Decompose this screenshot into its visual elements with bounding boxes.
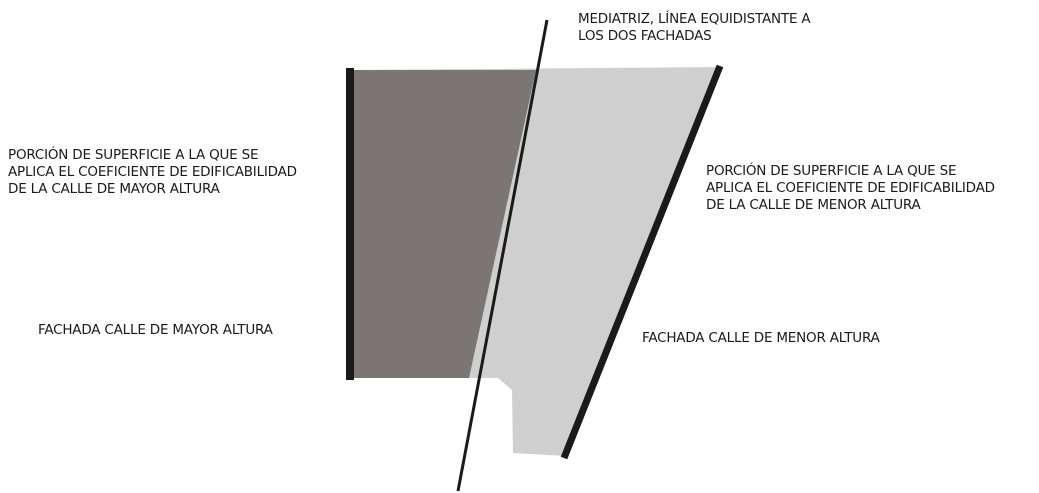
- lower-street-portion-label-line: DE LA CALLE DE MENOR ALTURA: [706, 197, 921, 213]
- mediatrix-label: MEDIATRIZ, LÍNEA EQUIDISTANTE A LOS DOS …: [578, 11, 811, 45]
- higher-street-portion-label-line: PORCIÓN DE SUPERFICIE A LA QUE SE: [8, 147, 259, 163]
- higher-street-surface-portion: [350, 70, 536, 378]
- mediatrix-label-line: LOS DOS FACHADAS: [578, 28, 712, 44]
- higher-street-facade-label: FACHADA CALLE DE MAYOR ALTURA: [38, 322, 273, 339]
- higher-street-portion-label-line: DE LA CALLE DE MAYOR ALTURA: [8, 181, 220, 197]
- higher-street-facade-label-line: FACHADA CALLE DE MAYOR ALTURA: [38, 322, 273, 338]
- lower-street-facade-label: FACHADA CALLE DE MENOR ALTURA: [642, 330, 880, 347]
- lower-street-facade-label-line: FACHADA CALLE DE MENOR ALTURA: [642, 330, 880, 346]
- mediatrix-label-line: MEDIATRIZ, LÍNEA EQUIDISTANTE A: [578, 11, 811, 27]
- lower-street-portion-label-line: APLICA EL COEFICIENTE DE EDIFICABILIDAD: [706, 180, 995, 196]
- lower-street-portion-label-line: PORCIÓN DE SUPERFICIE A LA QUE SE: [706, 163, 957, 179]
- higher-street-portion-label-line: APLICA EL COEFICIENTE DE EDIFICABILIDAD: [8, 164, 297, 180]
- higher-street-portion-label: PORCIÓN DE SUPERFICIE A LA QUE SE APLICA…: [8, 147, 297, 198]
- lower-street-portion-label: PORCIÓN DE SUPERFICIE A LA QUE SE APLICA…: [706, 163, 995, 214]
- mediatrix-line: [456, 19, 549, 492]
- lower-street-facade-line: [560, 64, 724, 460]
